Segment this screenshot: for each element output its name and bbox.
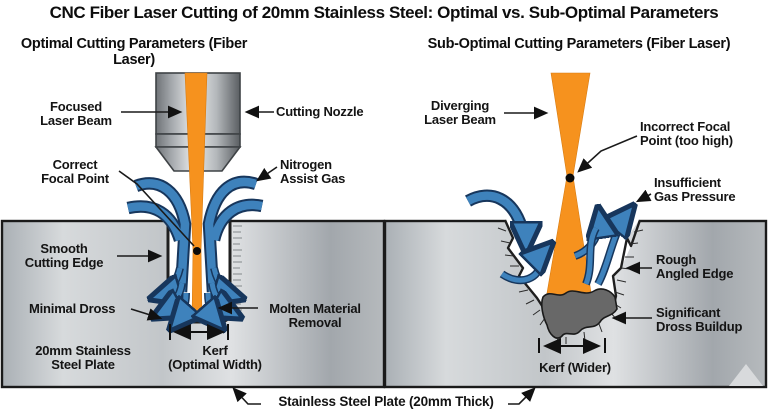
label-cutting-nozzle: Cutting Nozzle xyxy=(276,104,364,119)
label-kerf-wider: Kerf (Wider) xyxy=(539,360,611,375)
label-correct-focal-point: Correct Focal Point xyxy=(41,157,109,187)
label-significant-dross-buildup: Significant Dross Buildup xyxy=(656,305,743,335)
molten-ejection-arrows xyxy=(156,266,238,325)
focal-point-right xyxy=(565,173,575,183)
kerf-dimension-left xyxy=(169,324,229,340)
label-diverging-laser-beam: Diverging Laser Beam xyxy=(424,98,496,128)
label-molten-material-removal: Molten Material Removal xyxy=(269,301,361,331)
label-rough-angled-edge: Rough Angled Edge xyxy=(656,252,734,282)
label-incorrect-focal-point: Incorrect Focal Point (too high) xyxy=(640,119,733,149)
watermark-triangle xyxy=(729,364,763,386)
nitrogen-gas-streams xyxy=(128,182,262,325)
label-nitrogen-assist-gas: Nitrogen Assist Gas xyxy=(280,157,346,187)
subtitle-suboptimal: Sub-Optimal Cutting Parameters (Fiber La… xyxy=(427,36,731,52)
page-title: CNC Fiber Laser Cutting of 20mm Stainles… xyxy=(49,3,719,22)
label-minimal-dross: Minimal Dross xyxy=(29,301,116,316)
subtitle-optimal: Optimal Cutting Parameters (Fiber Laser) xyxy=(20,36,248,68)
label-plate-20mm: 20mm Stainless Steel Plate xyxy=(35,343,131,373)
label-kerf-optimal: Kerf (Optimal Width) xyxy=(168,343,262,373)
leader-lines xyxy=(117,105,652,405)
focal-point-left xyxy=(193,247,201,255)
laser-beam-right xyxy=(545,72,593,300)
label-insufficient-gas-pressure: Insufficient Gas Pressure xyxy=(654,175,736,205)
label-smooth-cutting-edge: Smooth Cutting Edge xyxy=(24,241,104,271)
escaping-gas-streams xyxy=(468,196,630,284)
label-stainless-steel-plate: Stainless Steel Plate (20mm Thick) xyxy=(278,394,494,409)
label-focused-laser-beam: Focused Laser Beam xyxy=(40,99,112,129)
kerf-dimension-right xyxy=(538,338,606,354)
